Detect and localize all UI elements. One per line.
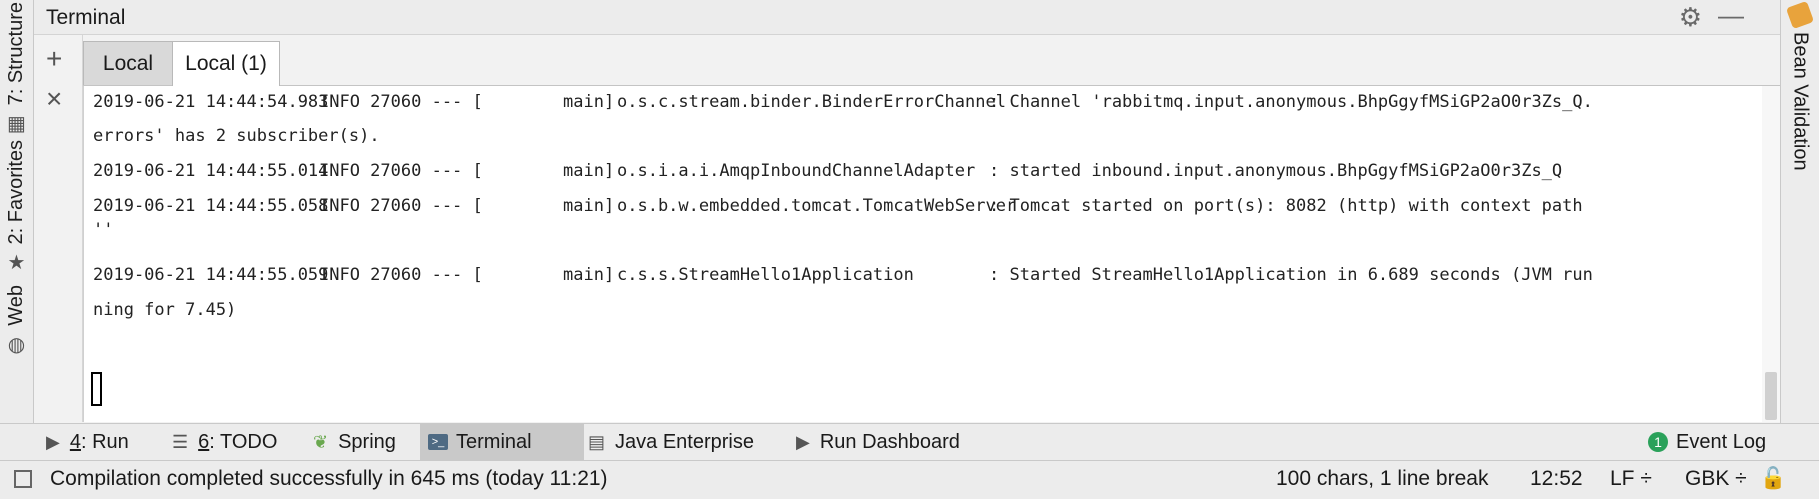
terminal-tool-button[interactable]: >_ Terminal <box>420 424 584 460</box>
log-line: 2019-06-21 14:44:54.983 INFO 27060 --- [… <box>93 92 1593 112</box>
add-session-icon[interactable]: + <box>46 43 63 74</box>
bean-validation-label: Bean Validation <box>1789 32 1812 171</box>
globe-icon: ◍ <box>7 333 26 356</box>
run-tool-button[interactable]: ▶ 4 : Run <box>38 424 137 460</box>
terminal-icon: >_ <box>428 434 448 450</box>
vertical-scrollbar[interactable] <box>1762 86 1780 422</box>
session-tabs: Local Local (1) <box>83 35 1780 86</box>
run-dashboard-label: Run Dashboard <box>819 430 960 453</box>
java-enterprise-tool-button[interactable]: ▤ Java Enterprise <box>580 424 762 460</box>
terminal-header: Terminal ⚙ — <box>34 0 1780 35</box>
line-separator[interactable]: LF ÷ <box>1610 467 1652 490</box>
scrollbar-thumb[interactable] <box>1765 372 1777 420</box>
structure-tab-label: 7: Structure <box>5 2 27 106</box>
favorites-tool-tab[interactable]: 2: Favorites ★ <box>0 140 33 275</box>
log-line-continuation: errors' has 2 subscriber(s). <box>93 126 380 146</box>
spring-tool-button[interactable]: ❦ Spring <box>305 424 404 460</box>
favorites-tab-label: 2: Favorites <box>5 140 27 245</box>
terminal-tool-column: + × <box>34 35 83 422</box>
close-session-icon[interactable]: × <box>46 83 63 114</box>
file-encoding[interactable]: GBK ÷ <box>1685 467 1747 490</box>
tab-local[interactable]: Local <box>83 41 173 85</box>
log-line: 2019-06-21 14:44:55.058 INFO 27060 --- [… <box>93 196 1583 216</box>
text-cursor <box>91 372 102 406</box>
selection-info: 100 chars, 1 line break <box>1276 467 1489 490</box>
log-line-continuation: ning for 7.45) <box>93 300 237 320</box>
list-icon: ☰ <box>172 431 189 452</box>
bean-validation-tool-tab[interactable]: Bean Validation <box>1781 0 1819 171</box>
java-enterprise-label: Java Enterprise <box>615 430 754 453</box>
status-message[interactable]: Compilation completed successfully in 64… <box>50 467 608 490</box>
log-line-continuation: '' <box>93 220 114 240</box>
right-tool-strip: Bean Validation <box>1780 0 1819 423</box>
spring-leaf-icon: ❦ <box>313 431 329 452</box>
event-log-badge: 1 <box>1648 432 1668 452</box>
spring-label: Spring <box>338 430 396 453</box>
star-icon: ★ <box>7 252 26 275</box>
play-icon: ▶ <box>46 431 60 452</box>
terminal-label: Terminal <box>456 430 532 453</box>
java-enterprise-icon: ▤ <box>588 431 606 452</box>
status-bar: Compilation completed successfully in 64… <box>0 460 1819 499</box>
tool-windows-toggle-icon[interactable] <box>14 470 32 488</box>
panel-title: Terminal <box>46 6 126 29</box>
log-line: 2019-06-21 14:44:55.059 INFO 27060 --- [… <box>93 265 1593 285</box>
tool-window-bar: ▶ 4 : Run ☰ 6 : TODO ❦ Spring >_ Termina… <box>0 423 1819 460</box>
event-log-tool-button[interactable]: 1 Event Log <box>1640 424 1774 460</box>
log-line: 2019-06-21 14:44:55.014 INFO 27060 --- [… <box>93 161 1563 181</box>
todo-mnemonic: 6 <box>198 430 210 453</box>
minimize-icon[interactable]: — <box>1718 0 1744 30</box>
lock-icon[interactable]: 🔓 <box>1760 467 1787 490</box>
tab-local-1[interactable]: Local (1) <box>172 41 280 86</box>
caret-position[interactable]: 12:52 <box>1530 467 1583 490</box>
web-tab-label: Web <box>5 285 27 326</box>
web-tool-tab[interactable]: Web ◍ <box>0 285 33 357</box>
todo-label: : TODO <box>209 430 278 453</box>
structure-tool-tab[interactable]: 7: Structure ▦ <box>0 2 33 136</box>
todo-tool-button[interactable]: ☰ 6 : TODO <box>164 424 285 460</box>
bean-icon <box>1785 0 1815 30</box>
structure-icon: ▦ <box>7 113 26 136</box>
gear-icon[interactable]: ⚙ <box>1678 2 1702 32</box>
run-label: : Run <box>80 430 129 453</box>
play-icon: ▶ <box>796 431 810 452</box>
run-mnemonic: 4 <box>69 430 81 453</box>
terminal-output[interactable]: 2019-06-21 14:44:54.983 INFO 27060 --- [… <box>83 86 1780 422</box>
event-log-label: Event Log <box>1676 430 1767 453</box>
run-dashboard-tool-button[interactable]: ▶ Run Dashboard <box>788 424 968 460</box>
left-tool-strip: 7: Structure ▦ 2: Favorites ★ Web ◍ <box>0 0 34 423</box>
